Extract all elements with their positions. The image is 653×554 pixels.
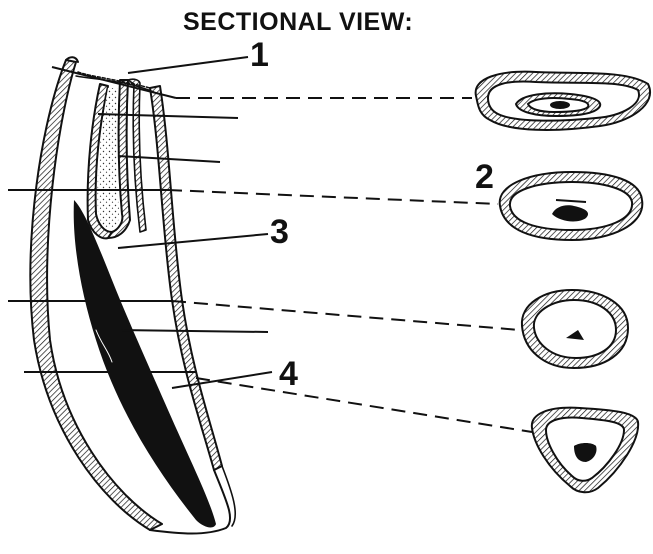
cross-section-2 <box>500 172 643 240</box>
cross-section-4 <box>532 408 638 493</box>
label-4: 4 <box>279 357 298 391</box>
label-2: 2 <box>475 160 494 194</box>
longitudinal-view <box>30 57 235 533</box>
label-1: 1 <box>250 38 269 72</box>
cross-section-3 <box>522 290 628 368</box>
cross-section-1 <box>476 72 650 130</box>
label-3: 3 <box>270 215 289 249</box>
diagram-title: SECTIONAL VIEW: <box>183 8 413 37</box>
